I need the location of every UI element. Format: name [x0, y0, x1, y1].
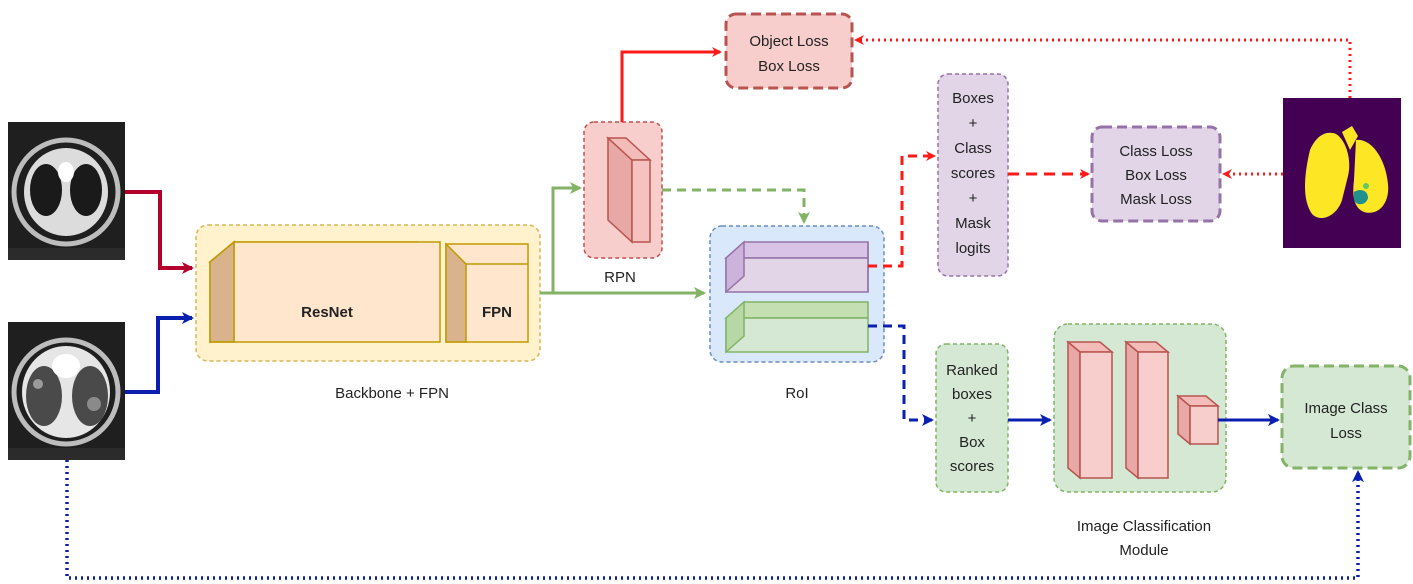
segmentation-mask-image [1283, 98, 1401, 248]
ranked-boxes-box [935, 343, 1009, 493]
icm-block-3 [1175, 394, 1221, 446]
class-loss-box [1090, 125, 1222, 223]
icm-block-1 [1065, 340, 1115, 480]
backbone-label: Backbone + FPN [335, 385, 449, 402]
arrow-roi-to-boxes-scores [868, 151, 936, 268]
ct-scan-image-1 [8, 122, 125, 260]
resnet-label: ResNet [301, 304, 353, 321]
rpn-block [606, 136, 652, 244]
arrow-ct2-to-backbone [125, 312, 194, 394]
image-class-loss-line-1: Image Class [1304, 400, 1387, 417]
boxes-scores-line-4: scores [951, 165, 995, 182]
ranked-boxes-line-1: Ranked [946, 362, 998, 379]
boxes-scores-line-1: Boxes [952, 90, 994, 107]
boxes-scores-line-6: Mask [955, 215, 991, 232]
ranked-boxes-line-2: boxes [952, 386, 992, 403]
class-loss-line-3: Mask Loss [1120, 191, 1192, 208]
ct-scan-image-2 [8, 322, 125, 460]
image-class-loss-line-2: Loss [1330, 425, 1362, 442]
class-loss-line-2: Box Loss [1125, 167, 1187, 184]
arrow-mask-to-object-loss [854, 35, 1352, 98]
ranked-boxes-line-3: + [968, 410, 977, 427]
fpn-label: FPN [482, 304, 512, 321]
ranked-boxes-line-5: scores [950, 458, 994, 475]
ranked-boxes-line-4: Box [959, 434, 985, 451]
boxes-scores-line-2: + [969, 115, 978, 132]
boxes-scores-line-3: Class [954, 140, 992, 157]
object-loss-line-1: Object Loss [749, 33, 828, 50]
roi-label: RoI [785, 385, 808, 402]
boxes-scores-line-7: logits [955, 240, 990, 257]
arrow-rpn-to-object-loss [620, 47, 722, 122]
roi-purple-block [724, 240, 869, 294]
icm-label-line-2: Module [1119, 542, 1168, 559]
arrow-ct2-to-image-class-loss [65, 460, 1364, 580]
boxes-scores-text: Boxes + Class scores + Mask logits [951, 90, 995, 257]
class-loss-line-1: Class Loss [1119, 143, 1192, 160]
arrow-ct1-to-backbone [125, 190, 194, 274]
roi-green-block [724, 300, 869, 354]
icm-label-line-1: Image Classification [1077, 518, 1211, 535]
boxes-scores-line-5: + [969, 190, 978, 207]
icm-block-2 [1123, 340, 1171, 480]
resnet-block [207, 240, 441, 344]
arrow-roi-to-ranked-boxes [868, 324, 934, 426]
rpn-label: RPN [604, 269, 636, 286]
fpn-block [445, 242, 529, 343]
arrow-rpn-to-roi [662, 188, 810, 224]
object-loss-line-2: Box Loss [758, 58, 820, 75]
arrow-backbone-to-rpn [551, 182, 582, 293]
object-loss-box [724, 12, 854, 90]
image-class-loss-box [1280, 364, 1412, 470]
